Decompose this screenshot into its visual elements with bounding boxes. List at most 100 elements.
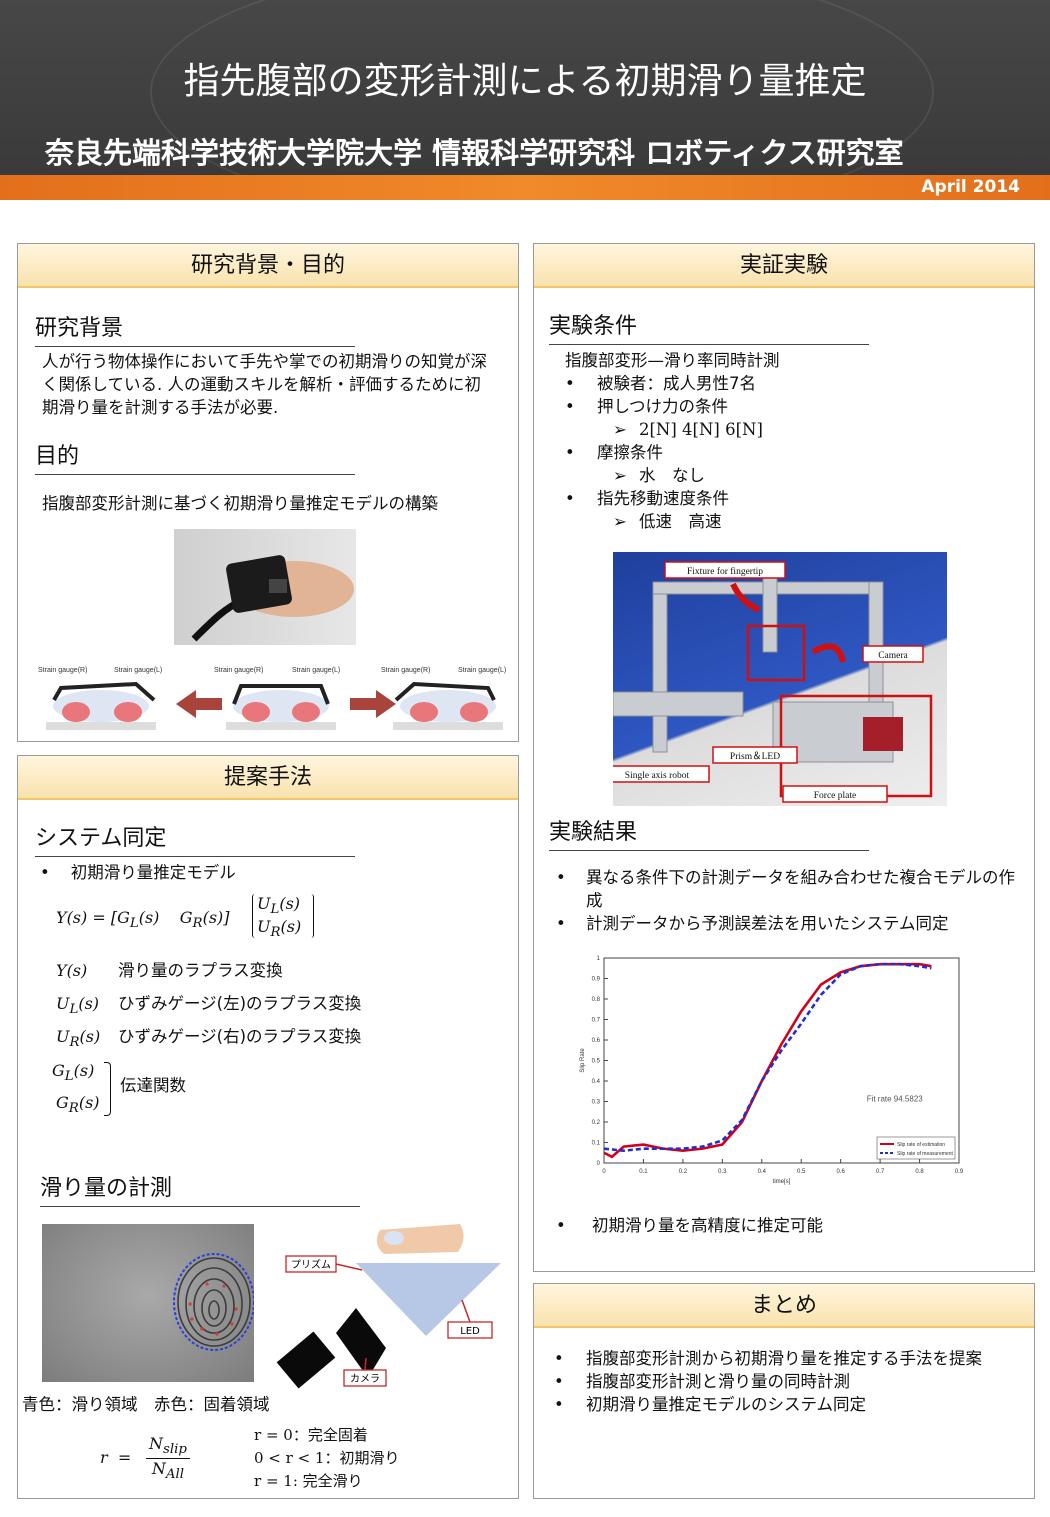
background-heading: 研究背景・目的 <box>18 244 518 288</box>
def-symbol-y: Y(s) <box>56 961 88 980</box>
def-symbol-ur: UR(s) <box>56 1027 101 1051</box>
def-symbol-ul: UL(s) <box>56 994 100 1018</box>
y-axis-label: Slip Rate <box>580 1048 586 1073</box>
affiliation: 奈良先端科学技術大学院大学 情報科学研究科 ロボティクス研究室 <box>45 136 904 170</box>
background-text: 人が行う物体操作において手先や掌での初期滑りの知覚が深く関係している. 人の運動… <box>42 352 488 417</box>
result-item-text: 計測データから予測誤差法を用いたシステム同定 <box>586 914 949 933</box>
force-plate-label: Force plate <box>814 791 856 801</box>
conclusion-text: 初期滑り量を高精度に推定可能 <box>592 1216 823 1235</box>
results-list: •異なる条件下の計測データを組み合わせた複合モデルの作成 •計測データから予測誤… <box>556 866 1016 935</box>
gauge-r-label-1: Strain gauge(R) <box>38 667 87 674</box>
results-subheading: 実験結果 <box>549 814 869 851</box>
sensor-photo-art <box>191 555 354 642</box>
summary-item-text: 初期滑り量推定モデルのシステム同定 <box>586 1395 867 1414</box>
condition-item: •被験者：成人男性7名 <box>565 374 756 393</box>
series-line-2 <box>603 962 932 1153</box>
def-desc-ul: ひずみゲージ(左)のラプラス変換 <box>118 994 362 1013</box>
condition-item: •指先移動速度条件 <box>565 489 729 508</box>
r-condition-1: 0 < r < 1：初期滑り <box>254 1449 400 1467</box>
slip-measure-subheading: 滑り量の計測 <box>40 1170 360 1207</box>
model-bullet: • 初期滑り量推定モデル <box>40 861 236 884</box>
conditions-list: •被験者：成人男性7名 •押しつけ力の条件 ➢2[N] 4[N] 6[N] •摩… <box>565 372 763 533</box>
purpose-text: 指腹部変形計測に基づく初期滑り量推定モデルの構築 <box>42 494 438 513</box>
result-item-text: 異なる条件下の計測データを組み合わせた複合モデルの作成 <box>586 868 1015 910</box>
condition-subitem: ➢低速 高速 <box>613 512 722 531</box>
conclusion-item: •初期滑り量を高精度に推定可能 <box>556 1216 823 1235</box>
condition-item-text: 被験者：成人男性7名 <box>597 374 756 393</box>
camera-photo-label: Camera <box>878 651 908 661</box>
def-symbol-gl: GL(s) <box>52 1061 95 1085</box>
def-symbol-gr: GR(s) <box>56 1093 100 1117</box>
x-axis-label: time[s] <box>773 1179 791 1185</box>
method-heading: 提案手法 <box>18 756 518 800</box>
legend-label-2: Slip rate of measurement <box>897 1151 953 1157</box>
strain-gauge-diagram: Strain gauge(R) Strain gauge(L) Strain g… <box>38 667 506 730</box>
bullet-dot: • <box>40 863 50 882</box>
sensor-photo <box>174 529 356 645</box>
condition-item: •押しつけ力の条件 <box>565 397 729 416</box>
summary-item: •指腹部変形計測と滑り量の同時計測 <box>554 1372 850 1391</box>
y-tick-label: 0.5 <box>592 1059 601 1065</box>
background-subheading: 研究背景 <box>35 310 355 347</box>
camera-label: カメラ <box>350 1373 380 1385</box>
experiment-heading: 実証実験 <box>534 244 1034 288</box>
summary-item: •初期滑り量推定モデルのシステム同定 <box>554 1395 867 1414</box>
conditions-lead: 指腹部変形—滑り率同時計測 <box>565 351 780 370</box>
series-line-1 <box>603 962 932 1159</box>
r-condition-0: r = 0：完全固着 <box>254 1426 368 1444</box>
x-tick-label: 0.4 <box>758 1169 767 1175</box>
purpose-subheading: 目的 <box>35 438 355 475</box>
summary-item: •指腹部変形計測から初期滑り量を推定する手法を提案 <box>554 1349 982 1368</box>
y-tick-label: 0.4 <box>592 1079 601 1085</box>
orange-band <box>0 175 1050 200</box>
y-tick-label: 0.3 <box>592 1100 601 1106</box>
transfer-brace <box>104 1062 111 1116</box>
r-conditions: r = 0：完全固着 0 < r < 1：初期滑り r = 1: 完全滑り <box>254 1424 399 1493</box>
summary-panel: まとめ •指腹部変形計測から初期滑り量を推定する手法を提案 •指腹部変形計測と滑… <box>533 1283 1035 1499</box>
poster-title: 指先腹部の変形計測による初期滑り量推定 <box>183 61 867 102</box>
chart-legend <box>876 1136 956 1160</box>
condition-item-text: 摩擦条件 <box>597 443 663 462</box>
apparatus-photo: Fixture for fingertip Camera Prism＆LED S… <box>604 552 947 806</box>
prism-diagram: プリズム LED カメラ <box>276 1224 501 1389</box>
condition-item-text: 指先移動速度条件 <box>597 489 729 508</box>
prism-photo-label: Prism＆LED <box>730 752 780 762</box>
header-decoration <box>150 0 934 175</box>
gauge-r-label-3: Strain gauge(R) <box>381 667 430 674</box>
result-item: •計測データから予測誤差法を用いたシステム同定 <box>556 914 949 933</box>
result-item: •異なる条件下の計測データを組み合わせた複合モデルの作成 <box>556 868 1015 910</box>
fingerprint-image <box>42 1224 255 1382</box>
y-tick-label: 0.7 <box>592 1018 601 1024</box>
x-tick-label: 0.1 <box>639 1169 648 1175</box>
poster-date: April 2014 <box>921 177 1020 197</box>
fit-rate-annotation: Fit rate 94.5823 <box>867 1095 924 1104</box>
transfer-label: 伝達関数 <box>120 1076 186 1095</box>
condition-subitem-text: 2[N] 4[N] 6[N] <box>639 420 763 439</box>
condition-subitem: ➢水 なし <box>613 466 705 485</box>
summary-list: •指腹部変形計測から初期滑り量を推定する手法を提案 •指腹部変形計測と滑り量の同… <box>554 1347 994 1416</box>
def-desc-ur: ひずみゲージ(右)のラプラス変換 <box>118 1027 362 1046</box>
main-equation: Y(s) = [GL(s) GR(s)] UL(s) UR(s) <box>56 894 356 944</box>
x-tick-label: 0.3 <box>718 1169 727 1175</box>
condition-subitem: ➢2[N] 4[N] 6[N] <box>613 420 763 439</box>
gauge-l-label-2: Strain gauge(L) <box>292 667 340 674</box>
gauge-l-label-1: Strain gauge(L) <box>114 667 162 674</box>
x-tick-label: 0.8 <box>915 1169 924 1175</box>
x-tick-label: 0.5 <box>797 1169 806 1175</box>
y-tick-label: 1 <box>597 956 601 962</box>
system-id-subheading: システム同定 <box>35 820 355 857</box>
y-tick-label: 0.8 <box>592 997 601 1003</box>
prism-label: プリズム <box>291 1258 331 1271</box>
plot-area <box>603 957 960 1164</box>
y-tick-label: 0.6 <box>592 1038 601 1044</box>
x-tick-label: 0.6 <box>836 1169 845 1175</box>
model-bullet-text: 初期滑り量推定モデル <box>70 863 236 882</box>
apparatus-art: Fixture for fingertip Camera Prism＆LED S… <box>604 561 933 803</box>
condition-item: •摩擦条件 <box>565 443 663 462</box>
x-tick-label: 0.7 <box>876 1169 885 1175</box>
experiment-panel: 実証実験 実験条件 指腹部変形—滑り率同時計測 •被験者：成人男性7名 •押しつ… <box>533 243 1035 1272</box>
def-desc-y: 滑り量のラプラス変換 <box>118 961 283 980</box>
condition-subitem-text: 水 なし <box>639 466 705 485</box>
gauge-r-label-2: Strain gauge(R) <box>214 667 263 674</box>
y-tick-label: 0 <box>597 1161 601 1167</box>
